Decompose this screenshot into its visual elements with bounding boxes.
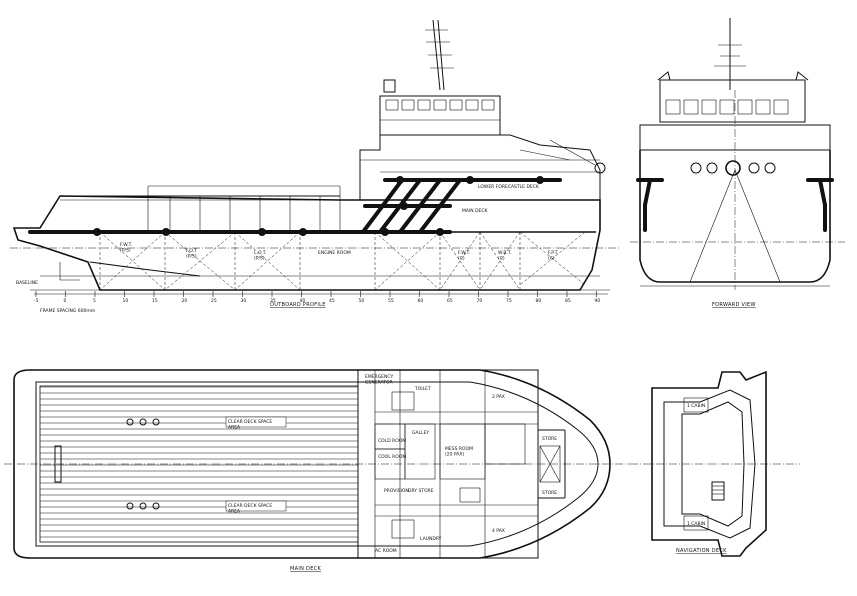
title-outboard-profile: OUTBOARD PROFILE (270, 302, 326, 308)
label-cold-room: COLD ROOM (378, 438, 406, 444)
frame-number: 10 (123, 298, 129, 304)
outboard-profile-view: F.W.T.(P/S) F.O.T(P/S) L.O.T.(P/S) ENGIN… (10, 19, 620, 314)
frame-number: 60 (418, 298, 424, 304)
frame-number: 5 (93, 298, 96, 304)
forward-stores (538, 429, 566, 499)
label-main-deck-profile: MAIN DECK (462, 208, 489, 214)
label-cool-room: COOL ROOM (378, 454, 406, 460)
forward-view: FORWARD VIEW (630, 18, 845, 308)
forward-windows (665, 99, 789, 115)
frame-number: 80 (536, 298, 542, 304)
forward-davits (636, 178, 834, 232)
profile-cargo-rail (60, 185, 341, 230)
frame-number: 20 (182, 298, 188, 304)
frame-scale: -5 0 5 10 15 20 25 30 35 40 45 50 55 60 65 70 75 80 85 90 F… (34, 291, 608, 314)
forward-mast (714, 18, 746, 90)
label-dry-store: DRY STORE (408, 488, 434, 494)
label-nav-cabin-2: 1 CABIN (687, 521, 705, 527)
label-fwt-ps: F.W.T.(P/S) (120, 242, 132, 254)
profile-bollards (93, 176, 544, 236)
profile-mast (425, 19, 454, 91)
title-forward-view: FORWARD VIEW (712, 302, 756, 308)
frame-number: 30 (241, 298, 247, 304)
nav-stair (711, 481, 725, 501)
frame-number: 15 (152, 298, 158, 304)
frame-number: 55 (388, 298, 394, 304)
label-toilet: TOILET (414, 386, 431, 392)
label-laundry: LAUNDRY (420, 536, 442, 542)
label-cabin-2pax: 2 PAX (492, 394, 505, 400)
accommodation-block (357, 369, 539, 559)
label-provision: PROVISION (384, 488, 409, 494)
frame-number: -5 (34, 298, 39, 304)
frame-number: 90 (595, 298, 601, 304)
label-fpt-c: F.P.T.(C) (548, 250, 558, 262)
label-frame-spacing: FRAME SPACING 600mm (40, 308, 95, 314)
label-engine-room: ENGINE ROOM (318, 250, 351, 256)
profile-hull (10, 195, 620, 291)
label-ac-room: AC ROOM (375, 548, 397, 554)
forward-wheelhouse (659, 79, 806, 123)
label-galley: GALLEY (412, 430, 429, 436)
forward-fenders (690, 160, 776, 176)
label-fot: F.O.T(P/S) (186, 248, 197, 260)
frame-number: 70 (477, 298, 483, 304)
frame-number: 50 (359, 298, 365, 304)
nav-deck-outline (651, 370, 767, 557)
title-navigation-deck: NAVIGATION DECK (676, 548, 727, 554)
label-baseline: BASELINE (16, 280, 38, 286)
frame-number: 75 (506, 298, 512, 304)
label-lot: L.O.T.(P/S) (254, 250, 266, 262)
navigation-deck-plan: 1 CABIN 1 CABIN NAVIGATION DECK (630, 370, 800, 557)
label-mess-room: MESS ROOM(20 PAX) (445, 446, 473, 458)
label-nav-cabin-1: 1 CABIN (687, 403, 705, 409)
frame-number: 35 (270, 298, 276, 304)
frame-number: 0 (64, 298, 67, 304)
profile-superstructure (359, 79, 606, 200)
frame-number: 25 (211, 298, 217, 304)
frame-number: 85 (565, 298, 571, 304)
label-cabin-4pax: 4 PAX (492, 528, 505, 534)
profile-tank-boundaries (99, 231, 586, 291)
frame-number: 40 (300, 298, 306, 304)
frame-number: 65 (447, 298, 453, 304)
label-lower-forecastle-deck: LOWER FORECASTLE DECK (478, 184, 540, 190)
label-fwt-c: F.W.T.(C) (458, 250, 470, 262)
label-store-2: STORE (542, 490, 557, 496)
frame-number: 45 (329, 298, 335, 304)
label-store-1: STORE (542, 436, 557, 442)
label-wbt-c: W.B.T.(C) (498, 250, 512, 262)
title-main-deck: MAIN DECK (290, 566, 321, 572)
deck-bitts (54, 418, 160, 510)
